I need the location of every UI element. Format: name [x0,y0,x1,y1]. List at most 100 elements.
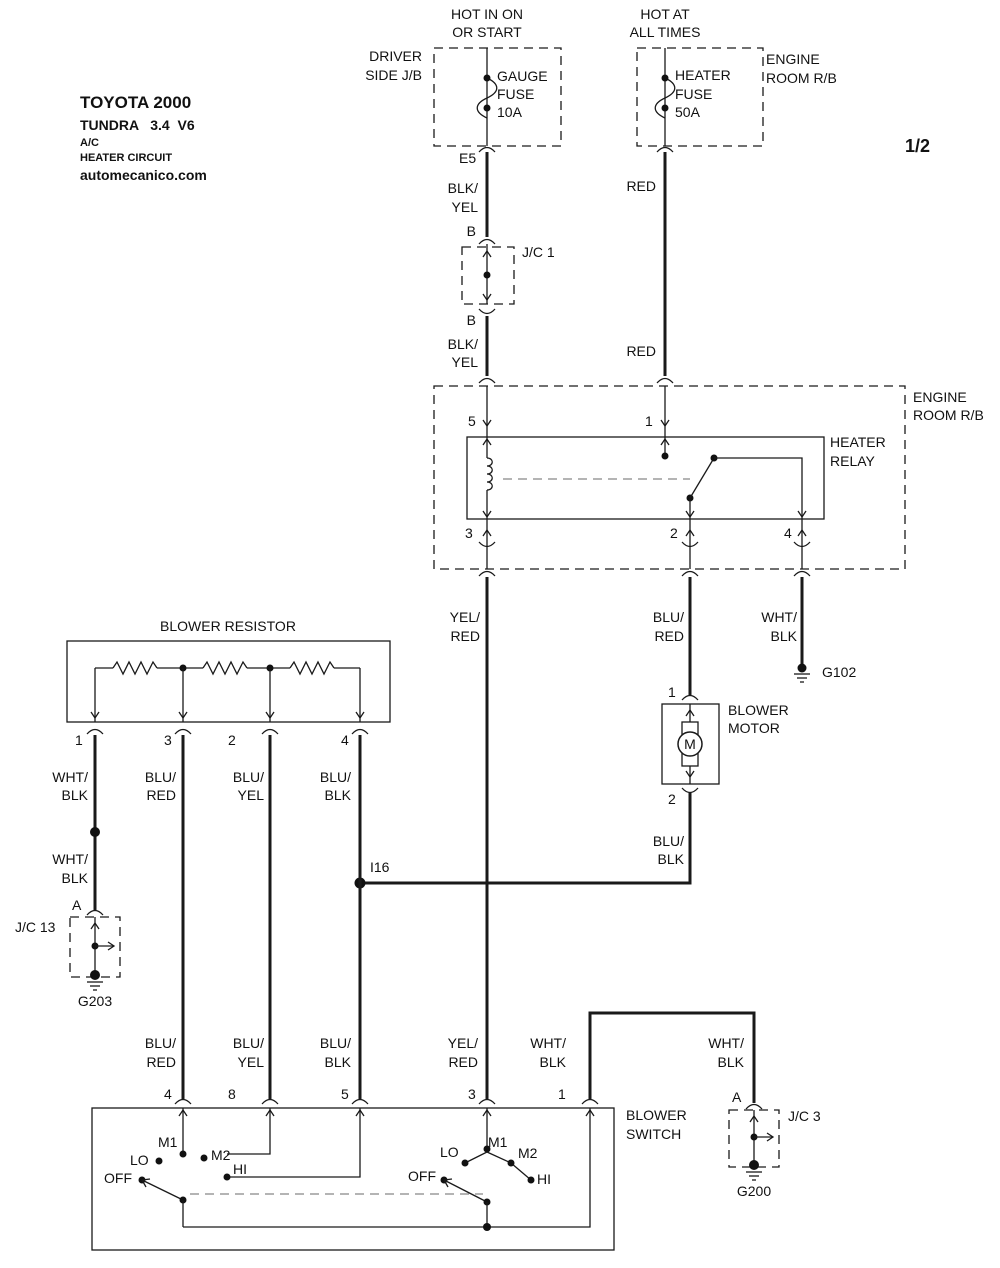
wire-label-r2-a: BLU/ [233,769,264,785]
wire-label-blu-blk-1b: BLK [658,851,685,867]
blower-switch-label-1: BLOWER [626,1107,687,1123]
relay-pin-1-label: 1 [645,413,653,429]
connector-sw-4-icon [174,1098,192,1105]
ground-g203-icon [87,981,103,991]
connector-sw-1-icon [581,1098,599,1105]
wire-label-blu-red-1b: RED [654,628,684,644]
sw-pin-5-label: 5 [341,1086,349,1102]
title-system: A/C [80,137,99,149]
connector-motor-2-icon [681,787,699,794]
motor-symbol: M [684,736,696,752]
connector-e5-icon [478,146,496,153]
heater-fuse-rating: 50A [675,104,701,120]
heater-relay-label-2: RELAY [830,453,876,469]
page-number: 1/2 [905,136,930,156]
connector-relay-5-icon [478,377,496,384]
g203-label: G203 [78,993,112,1009]
ground-g102-icon [794,673,810,683]
heater-fuse-icon [654,77,676,119]
wire-label-blu-blk-1a: BLU/ [653,833,684,849]
wire-label-wht-blk-1a: WHT/ [761,609,797,625]
connector-relay-1-icon [656,377,674,384]
gauge-fuse-name: GAUGE [497,68,548,84]
wire-label-blu-red-1a: BLU/ [653,609,684,625]
connector-sw-5-icon [351,1098,369,1105]
connector-res-3-icon [174,728,192,735]
blower-motor-label-1: BLOWER [728,702,789,718]
wire-label-jc13-a: WHT/ [52,851,88,867]
resistor-icon [202,660,248,676]
heater-relay-box [466,436,825,520]
relay-pin-5-label: 5 [468,413,476,429]
jc1-b-bottom-label: B [467,312,476,328]
g102-label: G102 [822,664,856,680]
wire-label-s4-a: BLU/ [145,1035,176,1051]
wire-label-r1-b: BLK [62,787,89,803]
switch-right-m2: M2 [518,1145,538,1161]
switch-left-m1: M1 [158,1134,178,1150]
blower-resistor-label: BLOWER RESISTOR [160,618,296,634]
motor-pin-1-label: 1 [668,684,676,700]
blower-switch-label-2: SWITCH [626,1126,681,1142]
relay-box-label-2: ROOM R/B [913,407,984,423]
switch-right-m1: M1 [488,1134,508,1150]
wire-label-yel-red-1b: RED [450,628,480,644]
hot-in-on-label: HOT IN ON [451,6,523,22]
switch-left-m2: M2 [211,1147,231,1163]
g200-label: G200 [737,1183,771,1199]
splice-i16-label: I16 [370,859,390,875]
wire-label-r2-b: YEL [238,787,265,803]
site-name: automecanico.com [80,167,207,183]
relay-box-label-1: ENGINE [913,389,967,405]
wire-label-s3-b: RED [448,1054,478,1070]
res-pin-2-label: 2 [228,732,236,748]
blower-resistor-box [66,640,391,723]
relay-pin-4-label: 4 [784,525,792,541]
wire-label-r4-a: BLU/ [320,769,351,785]
wire-label-s3-a: YEL/ [448,1035,478,1051]
connector-jc13-icon [86,909,104,916]
wire-label-r3-a: BLU/ [145,769,176,785]
resistor-icon [112,660,158,676]
driver-label: DRIVER [369,48,422,64]
wire-label-s1-b: BLK [540,1054,567,1070]
sw-pin-1-label: 1 [558,1086,566,1102]
or-start-label: OR START [452,24,522,40]
wire-label-r3-b: RED [146,787,176,803]
connector-res-2-icon [261,728,279,735]
wire-label-s1-a: WHT/ [530,1035,566,1051]
sw-pin-4-label: 4 [164,1086,172,1102]
engine-rb-label-top: ENGINE [766,51,820,67]
jc1-label: J/C 1 [522,244,555,260]
wire-label-s8-a: BLU/ [233,1035,264,1051]
gauge-fuse-rating: 10A [497,104,523,120]
jc13-label: J/C 13 [15,919,56,935]
blower-switch-internals [138,1108,595,1231]
title-model: TUNDRA 3.4 V6 [80,117,195,133]
wire-label-s5-a: BLU/ [320,1035,351,1051]
heater-relay-label-1: HEATER [830,434,886,450]
motor-pin-2-label: 2 [668,791,676,807]
jc3-a-label: A [732,1089,742,1105]
blower-motor-label-2: MOTOR [728,720,780,736]
relay-pin-2-label: 2 [670,525,678,541]
switch-left-off: OFF [104,1170,132,1186]
sw-pin-8-label: 8 [228,1086,236,1102]
all-times-label: ALL TIMES [630,24,701,40]
switch-right-lo: LO [440,1144,459,1160]
res-pin-3-label: 3 [164,732,172,748]
hot-at-label: HOT AT [640,6,690,22]
wire-label-s8-b: YEL [238,1054,265,1070]
connector-heater-fuse-icon [656,146,674,153]
connector-jc1-bottom-icon [478,308,496,315]
resistor-network [90,660,365,722]
relay-pin-3-label: 3 [465,525,473,541]
room-rb-label-top: ROOM R/B [766,70,837,86]
wire-label-blk-yel-2b: YEL [452,354,479,370]
wire-blu-blk-motor [360,792,692,885]
blower-switch-box [91,1107,615,1251]
driver-jb-box [433,47,562,147]
wire-label-r1-a: WHT/ [52,769,88,785]
connector-motor-1-icon [681,694,699,701]
sw-pin-3-label: 3 [468,1086,476,1102]
